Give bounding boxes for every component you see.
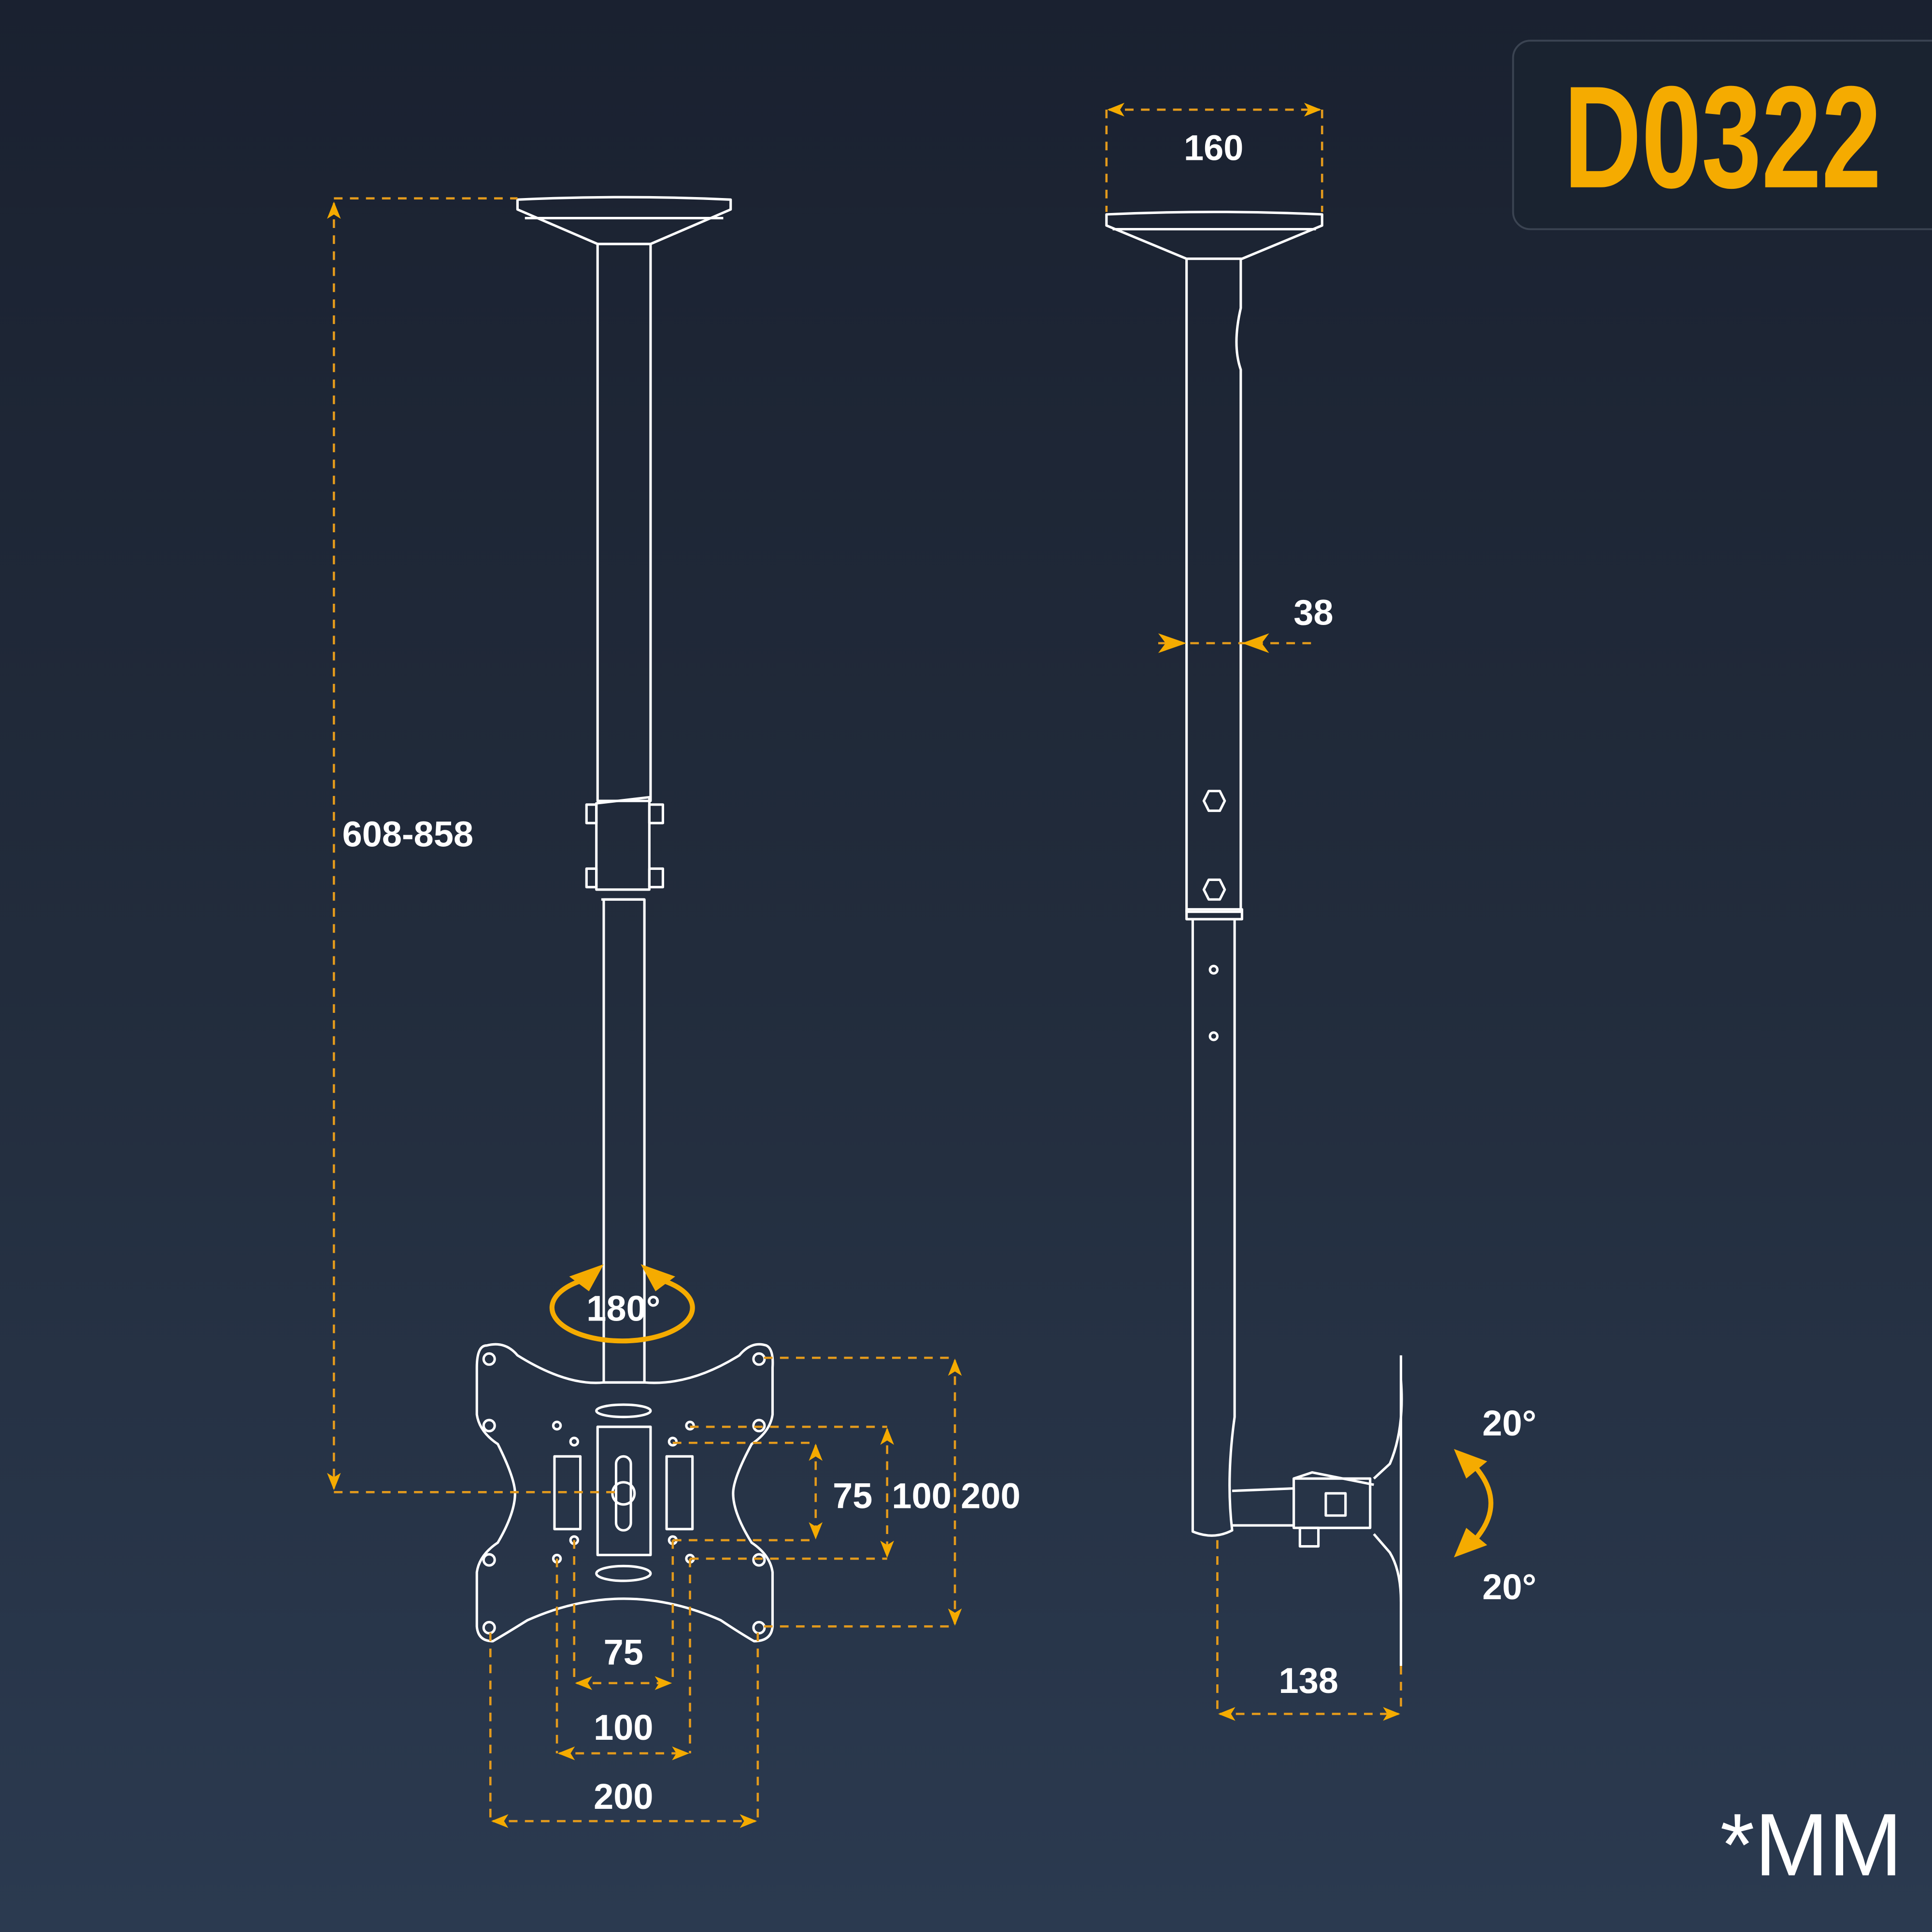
upper-tube-side (1185, 258, 1242, 913)
lower-tube-side (1191, 919, 1236, 1537)
height-dimension: 608-858 (327, 197, 623, 1493)
model-badge: D0322 (1512, 40, 1932, 230)
vesa-h-75: 75 (604, 1632, 643, 1672)
tilt-indicator: 20° 20° (1454, 1403, 1536, 1607)
model-code: D0322 (1563, 56, 1881, 218)
rotation-label: 180° (586, 1289, 660, 1329)
upper-tube-front (596, 242, 652, 802)
plate-width-dimension: 160 (1105, 102, 1323, 212)
height-clamp (585, 796, 664, 901)
front-view: 180° 608-858 (327, 196, 1021, 1828)
depth-label: 138 (1279, 1661, 1338, 1701)
vesa-h-200: 200 (594, 1776, 653, 1817)
tilt-bracket (1232, 1355, 1403, 1666)
tilt-up-label: 20° (1482, 1403, 1536, 1443)
depth-dimension: 138 (1216, 1540, 1402, 1721)
tube-diameter-dimension: 38 (1158, 592, 1334, 653)
hex-bolt-icon (1202, 878, 1226, 901)
vesa-plate (475, 1343, 774, 1643)
plate-width-label: 160 (1184, 128, 1243, 168)
tube-collar (1185, 908, 1243, 921)
tilt-down-label: 20° (1482, 1567, 1536, 1607)
ceiling-plate-side (1105, 211, 1323, 260)
vesa-h-100: 100 (594, 1707, 653, 1747)
vesa-horizontal-dimensions: 75 100 200 (489, 1540, 759, 1828)
hex-bolt-icon (1202, 790, 1226, 812)
vesa-v-75: 75 (833, 1476, 872, 1516)
vesa-v-200: 200 (961, 1476, 1020, 1516)
rotation-indicator: 180° (549, 1264, 695, 1344)
vesa-vertical-dimensions: 75 100 200 (672, 1356, 1021, 1628)
height-range-label: 608-858 (342, 814, 473, 854)
ceiling-plate-front (516, 196, 732, 245)
tube-diameter-label: 38 (1293, 592, 1333, 632)
unit-note: *MM (1720, 1795, 1902, 1894)
side-view: 160 20° 20° (1105, 102, 1536, 1721)
vesa-v-100: 100 (892, 1476, 951, 1516)
